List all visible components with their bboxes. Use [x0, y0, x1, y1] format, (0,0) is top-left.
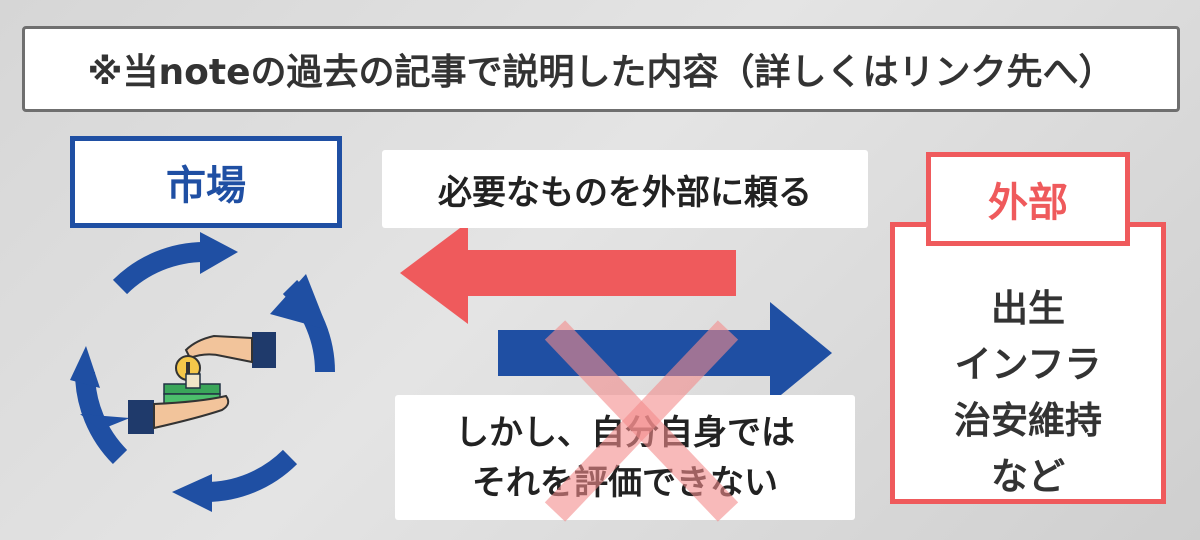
- header-note: ※当noteの過去の記事で説明した内容（詳しくはリンク先へ）: [22, 26, 1180, 112]
- left-arrow-red: [400, 222, 736, 324]
- market-label-box: 市場: [70, 136, 342, 228]
- money-exchange-hands-icon: [128, 332, 276, 434]
- rely-text: 必要なものを外部に頼る: [438, 172, 812, 213]
- external-item: 治安維持: [954, 399, 1102, 442]
- market-label: 市場: [166, 163, 246, 209]
- external-label-box: 外部: [926, 152, 1130, 246]
- rely-on-external-label: 必要なものを外部に頼る: [382, 150, 868, 228]
- cross-mark-icon: [544, 320, 739, 522]
- external-items-panel: 出生 インフラ 治安維持 など: [890, 222, 1166, 504]
- cycle-arrowheads: [70, 232, 328, 512]
- external-label: 外部: [988, 180, 1068, 226]
- header-text: ※当noteの過去の記事で説明した内容（詳しくはリンク先へ）: [87, 52, 1115, 93]
- external-item: インフラ: [954, 343, 1102, 386]
- external-item: 出生: [991, 287, 1065, 330]
- external-item: など: [991, 455, 1065, 498]
